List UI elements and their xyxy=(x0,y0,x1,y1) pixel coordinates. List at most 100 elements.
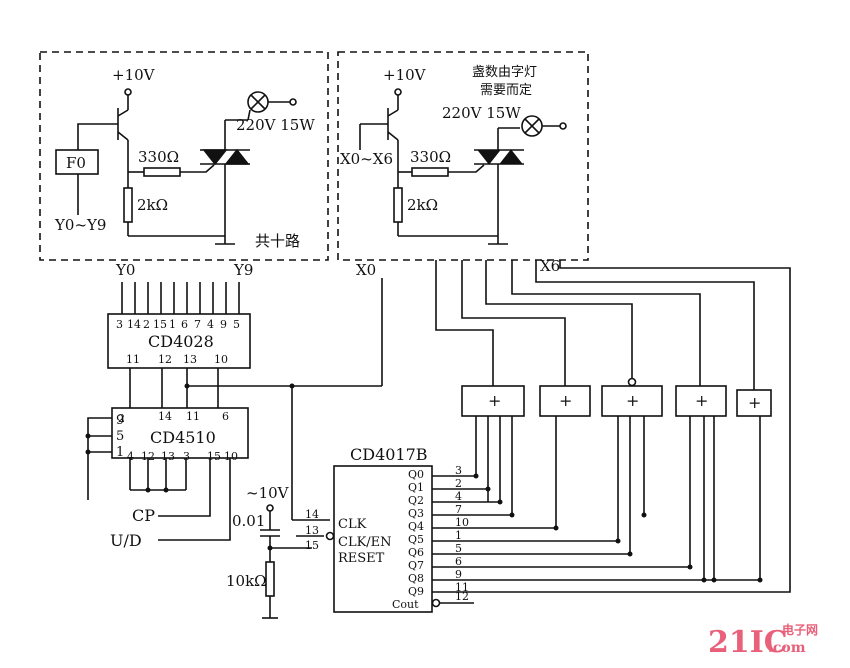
ud-input-label: U/D xyxy=(110,531,142,550)
or-gate-4 xyxy=(675,385,727,417)
resistor-330 xyxy=(143,167,181,177)
cd4028-chip xyxy=(107,313,251,369)
lamp-count-note-line1: 盏数由字灯 xyxy=(472,65,537,80)
svg-text:13: 13 xyxy=(161,450,175,463)
svg-text:10: 10 xyxy=(224,450,238,463)
cd4017-name: CD4017B xyxy=(350,445,428,464)
svg-text:12: 12 xyxy=(455,590,469,603)
or-gate-3 xyxy=(601,385,663,417)
svg-text:Q5: Q5 xyxy=(408,533,424,546)
lamp-count-note-line2: 需要而定 xyxy=(480,83,532,98)
svg-text:6: 6 xyxy=(455,555,462,568)
ten-channel-note: 共十路 xyxy=(255,232,300,250)
svg-text:Q1: Q1 xyxy=(408,481,424,494)
right-module-border xyxy=(337,51,589,261)
x-bus-wires xyxy=(435,260,791,593)
right-resistor-330-label: 330Ω xyxy=(410,148,451,166)
svg-text:Q3: Q3 xyxy=(408,507,424,520)
cd4510-name: CD4510 xyxy=(150,428,216,447)
cd4017-output-lines xyxy=(432,475,780,604)
svg-text:9: 9 xyxy=(220,318,227,331)
svg-text:4: 4 xyxy=(455,490,462,503)
watermark-cn: 电子网 xyxy=(782,622,818,637)
resistor-2k-label: 2kΩ xyxy=(137,196,168,214)
svg-text:2: 2 xyxy=(455,477,462,490)
y-bus-range-label: Y0~Y9 xyxy=(54,216,106,234)
svg-text:13: 13 xyxy=(183,353,197,366)
svg-text:15: 15 xyxy=(153,318,167,331)
svg-text:Cout: Cout xyxy=(392,598,419,611)
site-watermark: 21IC .com 电子网 xyxy=(708,622,818,660)
left-module: +10V F0 Y0~Y9 330Ω 2kΩ xyxy=(54,66,315,250)
svg-text:1: 1 xyxy=(116,445,124,460)
watermark-suffix: .com xyxy=(768,640,806,656)
y9-label: Y9 xyxy=(233,261,253,279)
cd4028-name: CD4028 xyxy=(148,332,214,351)
svg-text:14: 14 xyxy=(158,410,172,423)
triac-symbol xyxy=(202,149,228,166)
svg-text:1: 1 xyxy=(455,529,462,542)
svg-text:+: + xyxy=(748,393,761,412)
svg-text:+: + xyxy=(626,391,639,410)
svg-text:Q9: Q9 xyxy=(408,585,424,598)
svg-text:+: + xyxy=(695,391,708,410)
svg-text:12: 12 xyxy=(141,450,155,463)
svg-text:6: 6 xyxy=(181,318,188,331)
y0-label: Y0 xyxy=(115,261,135,279)
resistor-2k xyxy=(123,187,133,223)
svg-text:15: 15 xyxy=(207,450,221,463)
left-supply-label: +10V xyxy=(112,66,156,84)
svg-text:11: 11 xyxy=(186,410,200,423)
f0-label: F0 xyxy=(66,154,86,172)
right-supply-label: +10V xyxy=(383,66,427,84)
resistor-10k-label: 10kΩ xyxy=(226,572,267,590)
x0-label: X0 xyxy=(356,261,376,279)
right-resistor-2k-label: 2kΩ xyxy=(407,196,438,214)
svg-text:14: 14 xyxy=(305,508,319,521)
cd4510-chip xyxy=(111,407,249,459)
svg-text:13: 13 xyxy=(305,524,319,537)
svg-text:3: 3 xyxy=(183,450,190,463)
f0-block xyxy=(55,149,99,175)
right-triac-symbol xyxy=(476,149,502,165)
svg-text:14: 14 xyxy=(127,318,141,331)
cd4028-top-pins: 3 14 2 15 1 6 7 4 9 5 xyxy=(116,318,240,331)
svg-text:Q7: Q7 xyxy=(408,559,424,572)
svg-text:Q4: Q4 xyxy=(408,520,424,533)
svg-text:10: 10 xyxy=(455,516,469,529)
svg-text:CLK: CLK xyxy=(338,517,367,532)
cd4028-to-cd4510-wires xyxy=(129,278,383,520)
or-gate-input-wires xyxy=(473,416,763,583)
cd4028-bottom-pins: 11 12 13 10 xyxy=(126,353,228,366)
svg-text:6: 6 xyxy=(222,410,229,423)
svg-text:Q2: Q2 xyxy=(408,494,424,507)
left-lamp-rating: 220V 15W xyxy=(236,116,315,134)
watermark-main: 21IC xyxy=(708,625,788,660)
svg-text:5: 5 xyxy=(233,318,240,331)
svg-text:9: 9 xyxy=(116,413,124,428)
svg-text:1: 1 xyxy=(169,318,176,331)
svg-text:3: 3 xyxy=(455,464,462,477)
cd4017-inputs: CLK CLK/EN RESET 14 13 15 xyxy=(305,508,392,566)
cd4510-wires xyxy=(85,417,231,541)
right-lamp-rating: 220V 15W xyxy=(442,104,521,122)
right-resistor-2k xyxy=(393,187,403,223)
timing-network: ~10V 0.01 10kΩ xyxy=(226,484,330,619)
svg-text:+: + xyxy=(488,391,501,410)
svg-text:3: 3 xyxy=(116,318,123,331)
svg-text:7: 7 xyxy=(194,318,201,331)
x6-label: X6 xyxy=(540,257,560,275)
svg-text:RESET: RESET xyxy=(338,551,385,566)
svg-text:15: 15 xyxy=(305,539,319,552)
svg-text:10: 10 xyxy=(214,353,228,366)
svg-text:9: 9 xyxy=(455,568,462,581)
svg-text:11: 11 xyxy=(126,353,140,366)
svg-text:5: 5 xyxy=(116,429,124,444)
svg-text:Q0: Q0 xyxy=(408,468,424,481)
capacitor-label: 0.01 xyxy=(232,512,265,530)
svg-text:11: 11 xyxy=(455,581,469,594)
svg-text:+: + xyxy=(559,391,572,410)
cp-input-label: CP xyxy=(132,506,155,525)
resistor-330-label: 330Ω xyxy=(138,148,179,166)
